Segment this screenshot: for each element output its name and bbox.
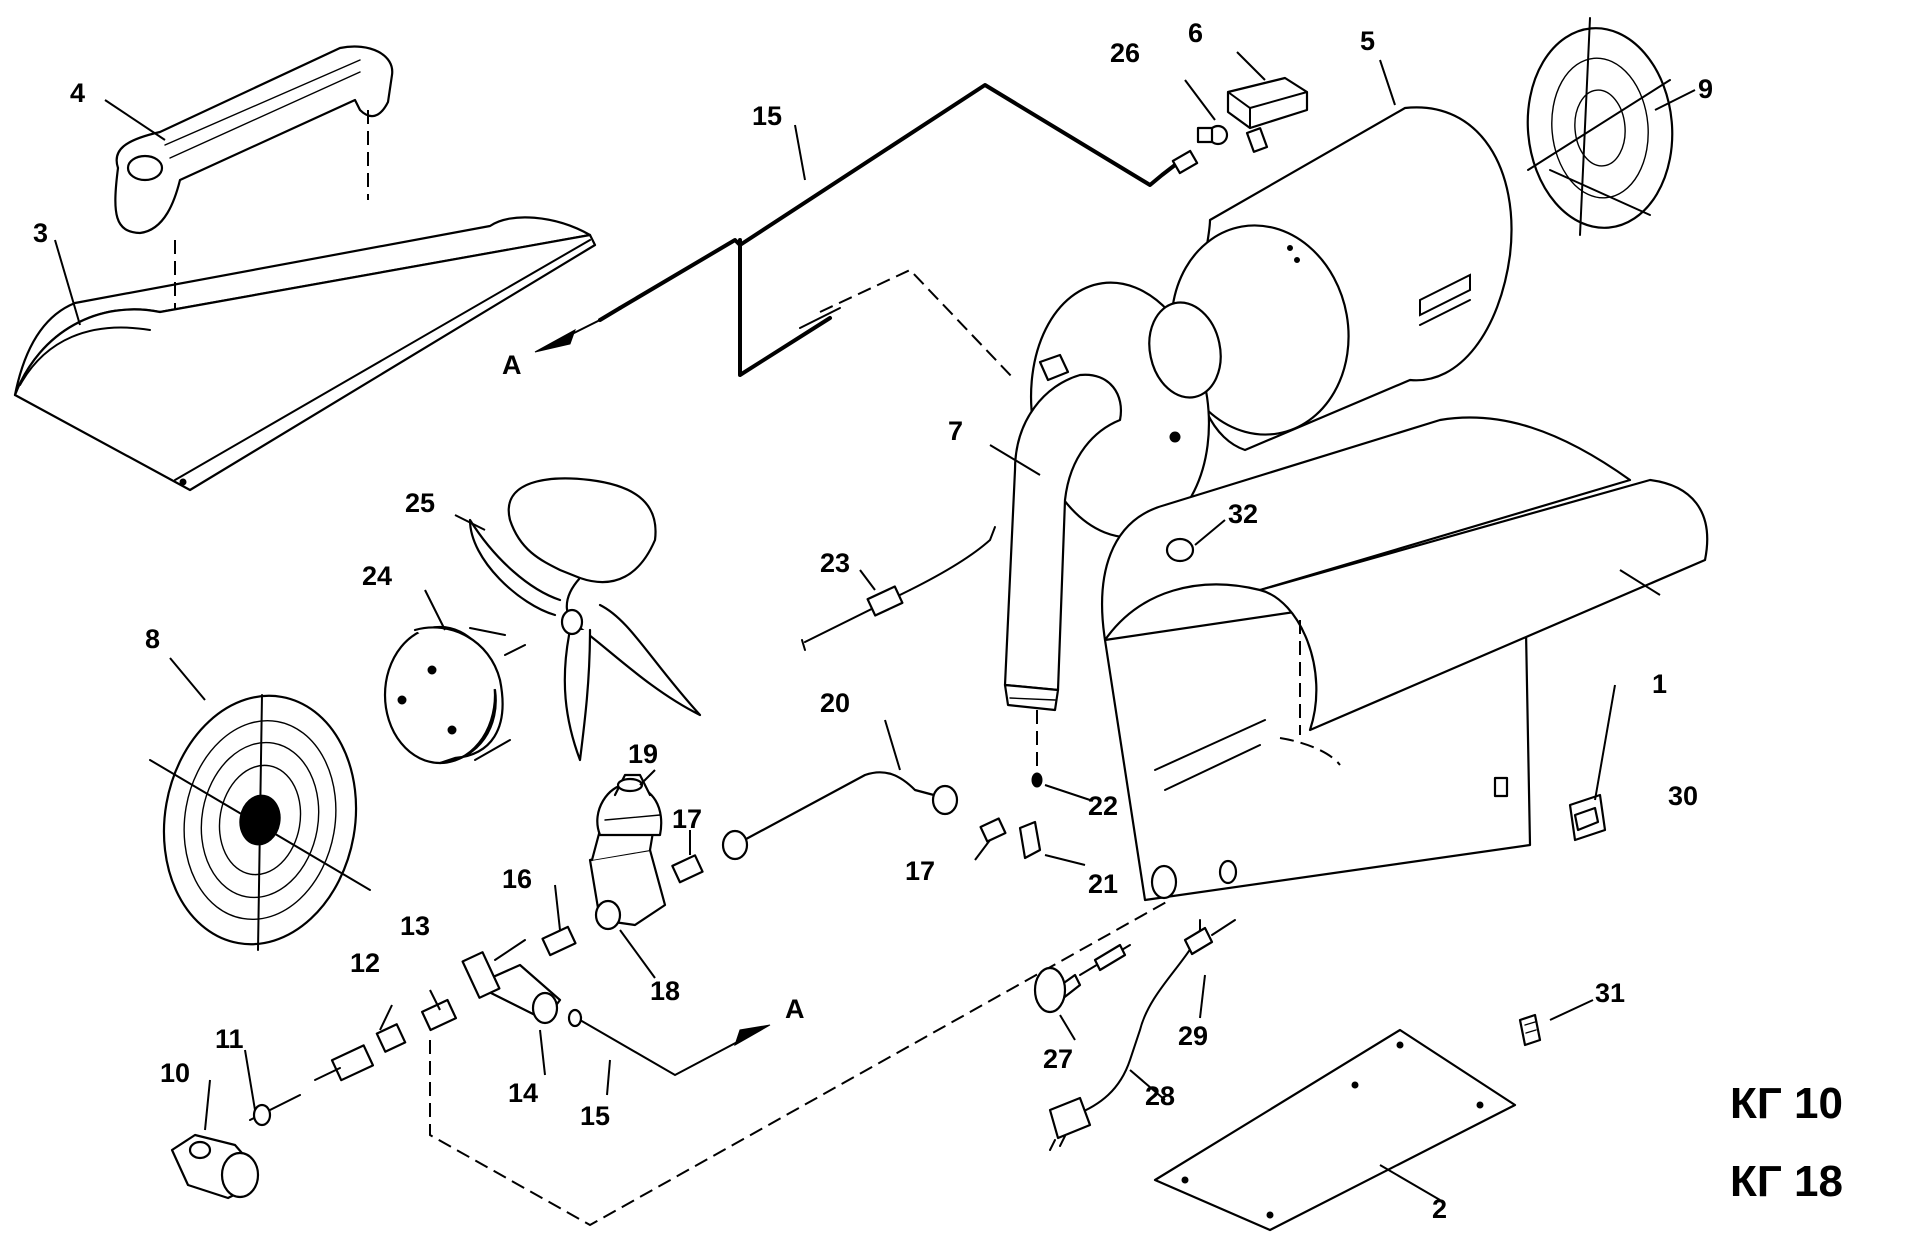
callout-14: 14 xyxy=(508,1078,538,1108)
callout-16: 16 xyxy=(502,864,532,894)
callout-2: 2 xyxy=(1432,1194,1447,1224)
callout-24: 24 xyxy=(362,561,392,591)
part-gas-pipe-upper xyxy=(534,83,1199,381)
part-base-plate-2 xyxy=(1153,1028,1517,1232)
callout-32: 32 xyxy=(1228,499,1258,529)
connector-label-lower: A xyxy=(785,994,805,1024)
part-plug xyxy=(1165,537,1195,563)
callout-5: 5 xyxy=(1360,26,1375,56)
callout-30: 30 xyxy=(1668,781,1698,811)
part-fitting-16 xyxy=(541,925,577,957)
callout-4: 4 xyxy=(70,78,85,108)
callout-15-lower: 15 xyxy=(580,1101,610,1131)
callout-29: 29 xyxy=(1178,1021,1208,1051)
model-designations: КГ 10 КГ 18 xyxy=(1730,1079,1843,1206)
model-label-first: КГ 10 xyxy=(1730,1079,1843,1128)
callout-22: 22 xyxy=(1088,791,1118,821)
part-fitting-17-right xyxy=(979,817,1007,843)
callout-28: 28 xyxy=(1145,1081,1175,1111)
callout-19: 19 xyxy=(628,739,658,769)
callout-labels: 4 3 15 26 6 5 9 7 32 23 25 24 8 19 17 20… xyxy=(33,18,1713,1224)
part-fitting-17-left xyxy=(671,854,704,884)
part-thermostat-27 xyxy=(1033,943,1131,1014)
callout-31: 31 xyxy=(1595,978,1625,1008)
part-fitting-13 xyxy=(420,998,458,1032)
callout-13: 13 xyxy=(400,911,430,941)
leader-lines xyxy=(54,51,1696,1201)
part-motor xyxy=(383,625,526,765)
callout-20: 20 xyxy=(820,688,850,718)
part-fitting-12 xyxy=(314,1023,407,1082)
part-lower-body xyxy=(1101,416,1709,902)
part-regulator xyxy=(170,1133,260,1200)
callout-1: 1 xyxy=(1652,669,1667,699)
callout-6: 6 xyxy=(1188,18,1203,48)
model-label-second: КГ 18 xyxy=(1730,1157,1843,1206)
part-solenoid-valve-18 xyxy=(588,818,667,931)
part-switch-30 xyxy=(1568,793,1607,842)
part-elbow-21 xyxy=(1018,820,1042,860)
part-terminal-31 xyxy=(1518,1013,1542,1047)
callout-8: 8 xyxy=(145,624,160,654)
part-front-guard xyxy=(149,694,371,951)
callout-3: 3 xyxy=(33,218,48,248)
callout-11: 11 xyxy=(215,1024,244,1054)
callout-26: 26 xyxy=(1110,38,1140,68)
callout-27: 27 xyxy=(1043,1044,1073,1074)
part-thermocouple-nut xyxy=(1196,124,1229,146)
part-cable-gland-29 xyxy=(1183,919,1236,956)
callout-17-right: 17 xyxy=(905,856,935,886)
part-burner-tube xyxy=(1003,373,1123,712)
callout-7: 7 xyxy=(948,416,963,446)
part-nozzle-22 xyxy=(1031,710,1043,788)
part-combustion-chamber xyxy=(1170,106,1513,452)
callout-21: 21 xyxy=(1088,869,1118,899)
callout-17-left: 17 xyxy=(672,804,702,834)
part-top-cover xyxy=(13,216,597,492)
part-gas-pipe-lower xyxy=(567,1008,771,1077)
callout-12: 12 xyxy=(350,948,380,978)
connector-label-upper: A xyxy=(502,350,522,380)
part-fan-blade xyxy=(468,477,702,762)
callout-9: 9 xyxy=(1698,74,1713,104)
callout-25: 25 xyxy=(405,488,435,518)
part-coil-19 xyxy=(596,773,663,837)
alignment-lines xyxy=(429,899,1171,1227)
part-handle xyxy=(114,45,394,310)
part-bracket xyxy=(1226,76,1309,153)
part-manifold-14 xyxy=(461,939,562,1025)
part-gas-line-20 xyxy=(721,771,959,861)
part-rear-guard xyxy=(1526,17,1674,236)
part-electrode xyxy=(801,526,996,651)
part-fitting-11 xyxy=(249,1094,301,1127)
callout-15-upper: 15 xyxy=(752,101,782,131)
callout-10: 10 xyxy=(160,1058,190,1088)
callout-23: 23 xyxy=(820,548,850,578)
callout-18: 18 xyxy=(650,976,680,1006)
